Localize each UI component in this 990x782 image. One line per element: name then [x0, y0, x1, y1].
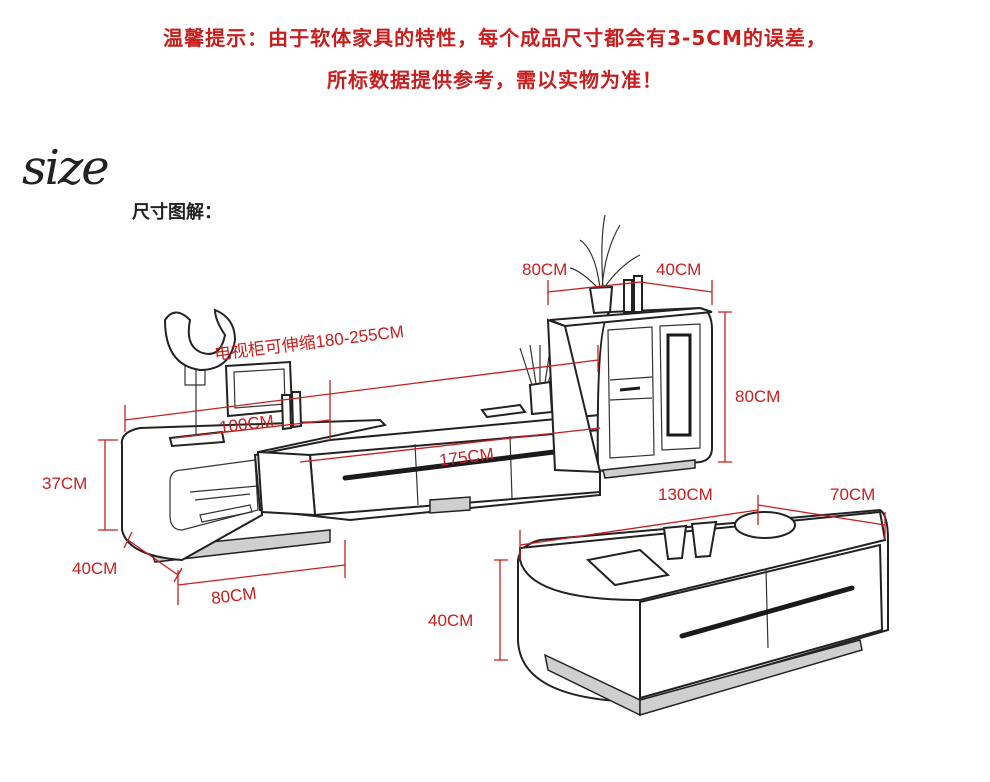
size-heading: size — [22, 140, 110, 196]
dim-cabinet-height-label: 80CM — [735, 387, 780, 406]
notice-line-1: 温馨提示：由于软体家具的特性，每个成品尺寸都会有3-5CM的误差， — [163, 26, 827, 50]
tv-cabinet-center — [253, 344, 601, 522]
notice-line-2: 所标数据提供参考，需以实物为准！ — [327, 68, 663, 92]
side-cabinet — [546, 214, 713, 479]
dim-tv-height-label: 37CM — [42, 474, 87, 493]
dim-tv-depth-label: 40CM — [72, 559, 117, 578]
dim-tv-base-label: 80CM — [210, 584, 257, 608]
dim-table-height-label: 40CM — [428, 611, 473, 630]
dim-tv-range-label: 电视柜可伸缩180-255CM — [213, 322, 405, 364]
dim-cabinet-depth-label: 40CM — [656, 260, 701, 279]
dim-table-width-label: 130CM — [658, 485, 713, 504]
coffee-table — [517, 508, 889, 717]
size-subtitle: 尺寸图解： — [132, 202, 222, 223]
dim-cabinet-width-label: 80CM — [522, 260, 567, 279]
sculpture-decor — [163, 308, 237, 448]
dim-table-depth-label: 70CM — [830, 485, 875, 504]
bottles-decor — [280, 391, 303, 431]
